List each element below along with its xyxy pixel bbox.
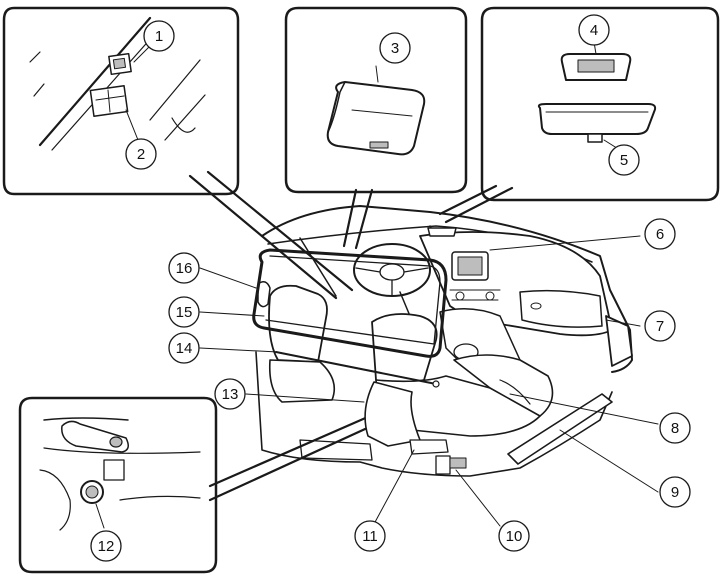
svg-text:7: 7 xyxy=(656,318,664,335)
svg-text:1: 1 xyxy=(155,28,163,45)
inset-lamps xyxy=(480,6,720,202)
callout-1: 1 xyxy=(143,20,175,52)
svg-text:9: 9 xyxy=(671,484,679,501)
callout-14: 14 xyxy=(168,332,200,364)
svg-text:2: 2 xyxy=(137,146,145,163)
svg-text:11: 11 xyxy=(362,528,378,545)
leader-lines xyxy=(199,235,659,527)
callout-13: 13 xyxy=(214,378,246,410)
svg-text:12: 12 xyxy=(98,538,115,555)
svg-text:10: 10 xyxy=(506,528,523,545)
inset-lower-console xyxy=(18,396,218,574)
callout-16: 16 xyxy=(168,252,200,284)
callout-4: 4 xyxy=(578,14,610,46)
callout-15: 15 xyxy=(168,296,200,328)
callout-11: 11 xyxy=(354,520,386,552)
svg-text:3: 3 xyxy=(391,40,399,57)
svg-text:15: 15 xyxy=(176,304,193,321)
cabin-illustration xyxy=(252,205,633,477)
callout-2: 2 xyxy=(125,138,157,170)
inset-window-switches xyxy=(2,6,240,196)
callout-9: 9 xyxy=(659,476,691,508)
callout-10: 10 xyxy=(498,520,530,552)
inset-console-box xyxy=(284,6,468,194)
callout-7: 7 xyxy=(644,310,676,342)
svg-text:6: 6 xyxy=(656,226,664,243)
callout-6: 6 xyxy=(644,218,676,250)
svg-text:14: 14 xyxy=(176,340,193,357)
svg-text:16: 16 xyxy=(176,260,193,277)
svg-text:4: 4 xyxy=(590,22,598,39)
callout-5: 5 xyxy=(608,144,640,176)
callout-8: 8 xyxy=(659,412,691,444)
svg-text:5: 5 xyxy=(620,152,628,169)
svg-text:8: 8 xyxy=(671,420,679,437)
callout-3: 3 xyxy=(379,32,411,64)
svg-text:13: 13 xyxy=(222,386,239,403)
callout-12: 12 xyxy=(90,530,122,562)
